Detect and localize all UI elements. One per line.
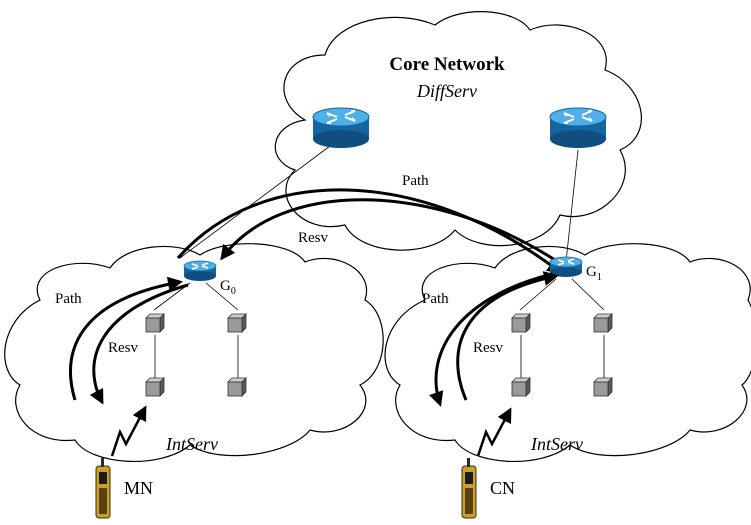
cn-mobile-phone-icon [461, 457, 477, 519]
left-switch-3-icon [145, 377, 165, 397]
resv-arrow-right [429, 272, 553, 407]
left-switch-4-icon [227, 377, 247, 397]
core-router-left-icon [312, 107, 370, 149]
gateway-g1-label: G1 [586, 264, 602, 283]
path-arrow-right [456, 271, 559, 401]
left-intserv-label: IntServ [165, 434, 218, 454]
resv-label-right: Resv [473, 340, 504, 356]
cn-antenna-icon [476, 407, 512, 457]
right-switch-1-icon [511, 313, 531, 333]
right-switch-2-icon [593, 313, 613, 333]
left-switch-1-icon [145, 313, 165, 333]
path-label-left: Path [55, 291, 82, 307]
mn-label: MN [124, 478, 153, 498]
resv-arrow-core [220, 198, 556, 262]
right-link-g1-switch2 [571, 278, 605, 311]
path-arrow-left [69, 276, 183, 401]
core-network-title: Core Network [389, 54, 505, 75]
path-label-core: Path [402, 173, 429, 189]
left-intserv-cloud [4, 243, 384, 462]
left-switch-2-icon [227, 313, 247, 333]
right-intserv-cloud [384, 243, 751, 462]
gateway-g1-router-icon [549, 256, 583, 278]
core-network-subtitle: DiffServ [416, 81, 477, 101]
resv-arrow-left [89, 283, 189, 405]
right-switch-4-icon [593, 377, 613, 397]
link-core-right [565, 149, 579, 263]
core-router-right-icon [549, 107, 607, 149]
resv-label-core: Resv [298, 230, 329, 246]
path-label-right: Path [422, 291, 449, 307]
mn-mobile-phone-icon [95, 457, 111, 519]
resv-label-left: Resv [108, 340, 139, 356]
link-core-left [179, 139, 339, 259]
cn-label: CN [490, 478, 515, 498]
right-switch-3-icon [511, 377, 531, 397]
gateway-g0-label: G0 [220, 278, 236, 297]
right-intserv-label: IntServ [530, 434, 583, 454]
path-arrow-core [176, 188, 563, 274]
mn-antenna-icon [110, 405, 147, 457]
gateway-g0-router-icon [183, 260, 217, 282]
left-link-g0-switch2 [205, 282, 239, 311]
